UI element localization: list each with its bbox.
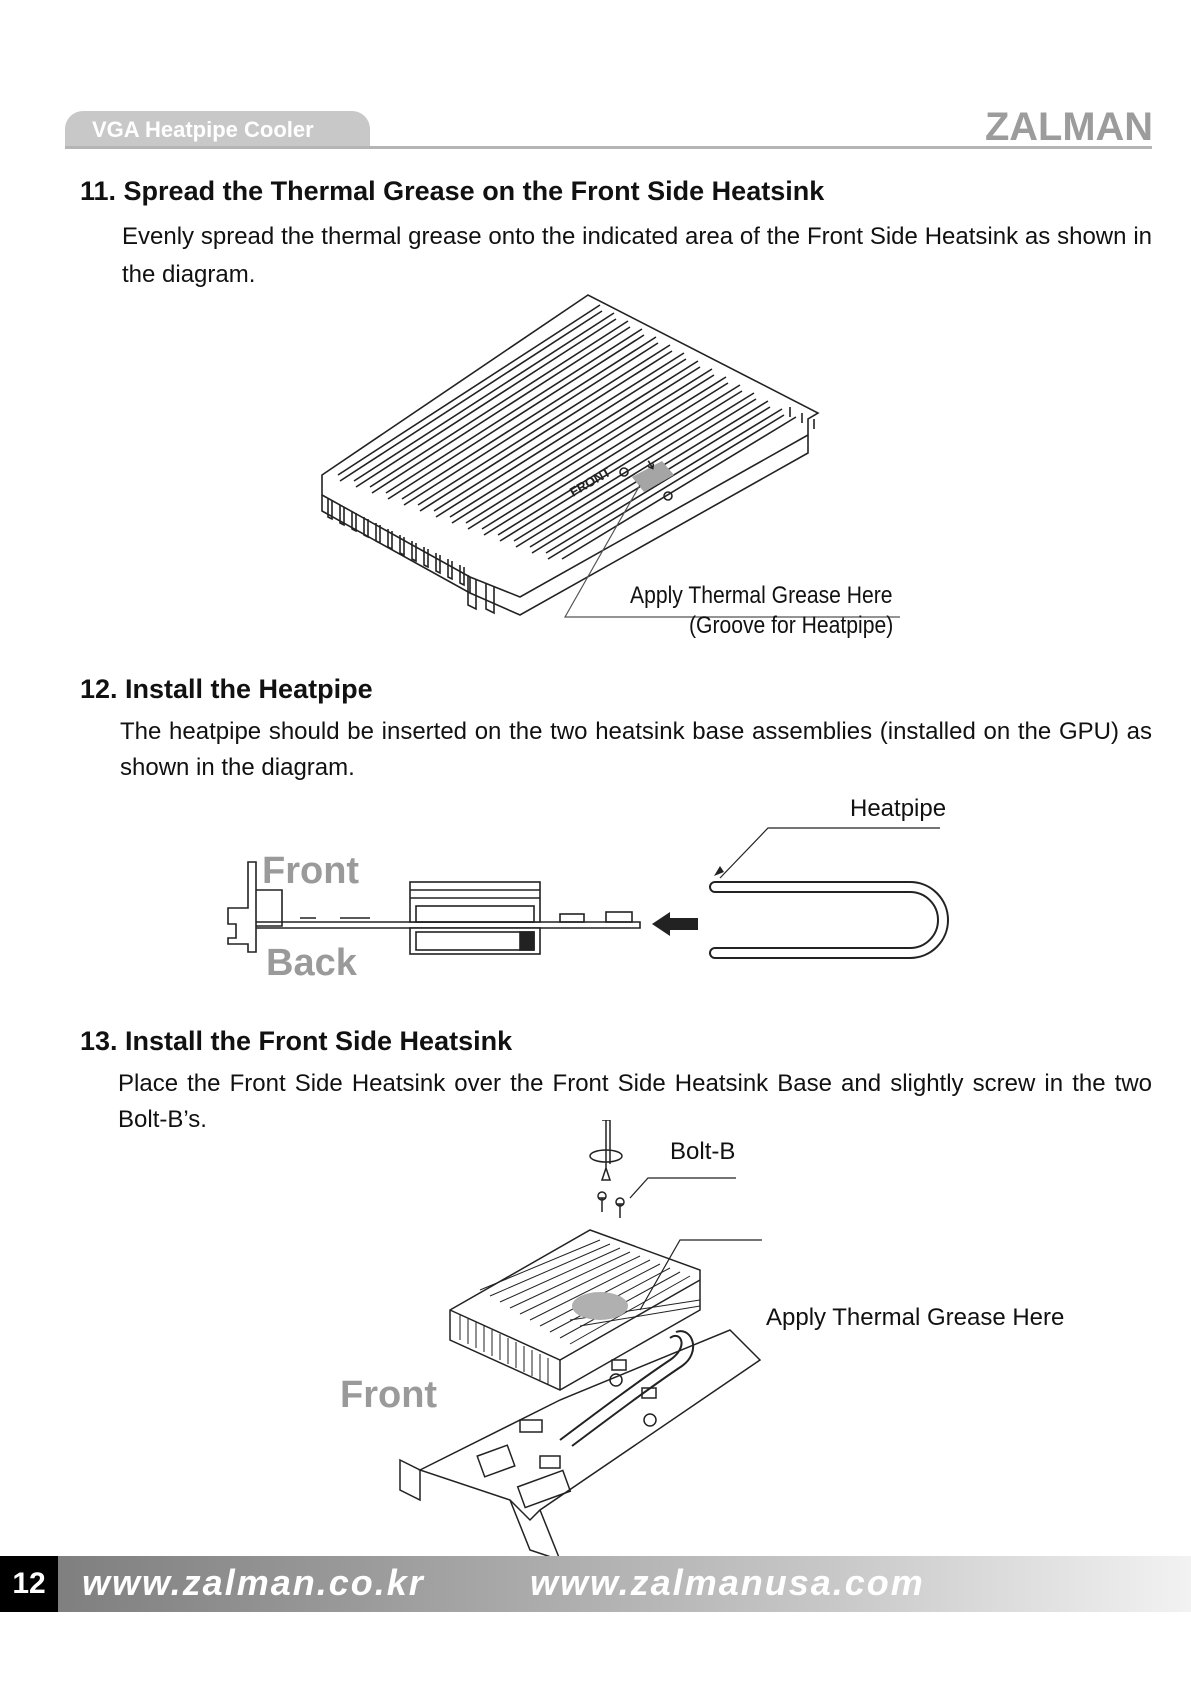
back-side-label: Back xyxy=(266,942,357,984)
page-number: 12 xyxy=(0,1556,58,1612)
footer-band xyxy=(0,1556,1191,1612)
heatpipe-insertion-diagram xyxy=(227,827,949,959)
heatsink-install-diagram xyxy=(399,1120,762,1560)
footer-url-kr[interactable]: www.zalman.co.kr xyxy=(82,1562,425,1603)
grease-callout-line1: Apply Thermal Grease Here xyxy=(630,582,893,609)
section-tab-label: VGA Heatpipe Cooler xyxy=(92,117,314,142)
front-side-label: Front xyxy=(262,850,360,892)
svg-text:ZALMAN: ZALMAN xyxy=(985,105,1153,146)
step-11-body: Evenly spread the thermal grease onto th… xyxy=(122,223,1152,288)
front-heatsink-diagram: FRONT xyxy=(321,294,900,618)
step-13-body: Place the Front Side Heatsink over the F… xyxy=(118,1070,1152,1133)
grease-callout-leader xyxy=(563,484,900,618)
header-rule xyxy=(65,146,1152,149)
footer-url-us[interactable]: www.zalmanusa.com xyxy=(530,1562,925,1603)
front-label-step13: Front xyxy=(340,1374,438,1416)
step-11-title: 11. Spread the Thermal Grease on the Fro… xyxy=(80,176,825,206)
section-tab xyxy=(65,111,370,149)
step-12-title: 12. Install the Heatpipe xyxy=(80,674,373,704)
zalman-logo: ZALMAN xyxy=(985,105,1153,146)
apply-grease-label: Apply Thermal Grease Here xyxy=(766,1304,1065,1331)
insert-arrow xyxy=(652,912,698,936)
heatpipe-label: Heatpipe xyxy=(850,795,947,822)
step-13-title: 13. Install the Front Side Heatsink xyxy=(80,1026,513,1056)
step-12-body: The heatpipe should be inserted on the t… xyxy=(120,718,1152,781)
grease-callout-line2: (Groove for Heatpipe) xyxy=(689,612,894,639)
bolt-b-label: Bolt-B xyxy=(670,1138,736,1165)
